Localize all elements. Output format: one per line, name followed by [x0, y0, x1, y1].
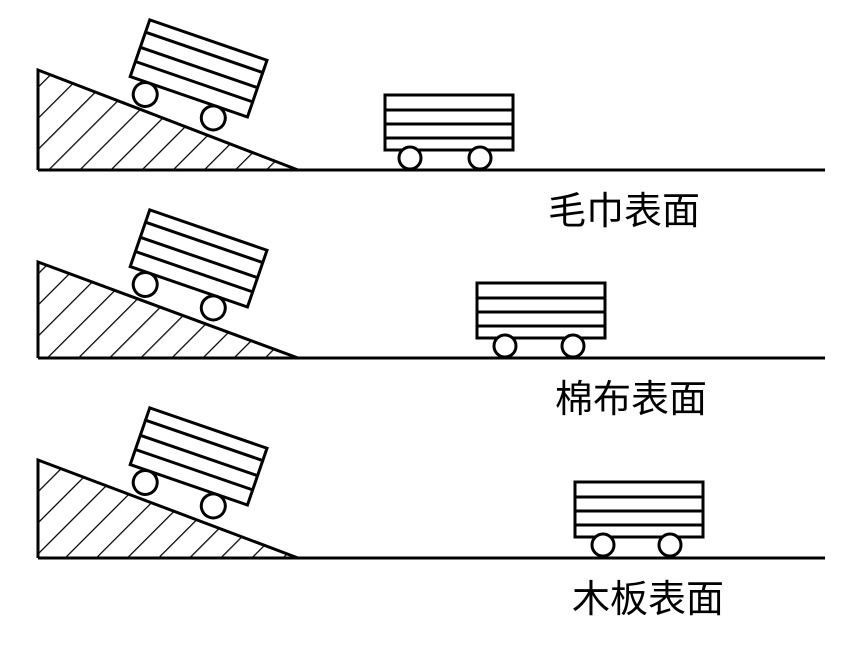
ramp [36, 457, 299, 560]
cart-on-ground [573, 480, 705, 558]
cart-on-ramp [128, 405, 269, 520]
panel-cotton: 棉布表面 [36, 207, 825, 421]
panel-towel: 毛巾表面 [36, 17, 825, 233]
surface-label: 木板表面 [572, 577, 724, 621]
cart-on-ramp [128, 207, 269, 322]
panel-wood: 木板表面 [36, 405, 825, 621]
ramp-outline [36, 67, 299, 172]
ramp-outline [36, 457, 299, 560]
surface-label: 棉布表面 [555, 377, 707, 421]
surface-label: 毛巾表面 [548, 189, 700, 233]
ramp [36, 259, 299, 360]
cart-on-ramp [128, 17, 269, 132]
cart-on-ground [383, 93, 515, 171]
cart-on-ground [475, 281, 607, 359]
ramp [36, 67, 299, 172]
ramp-outline [36, 259, 299, 360]
